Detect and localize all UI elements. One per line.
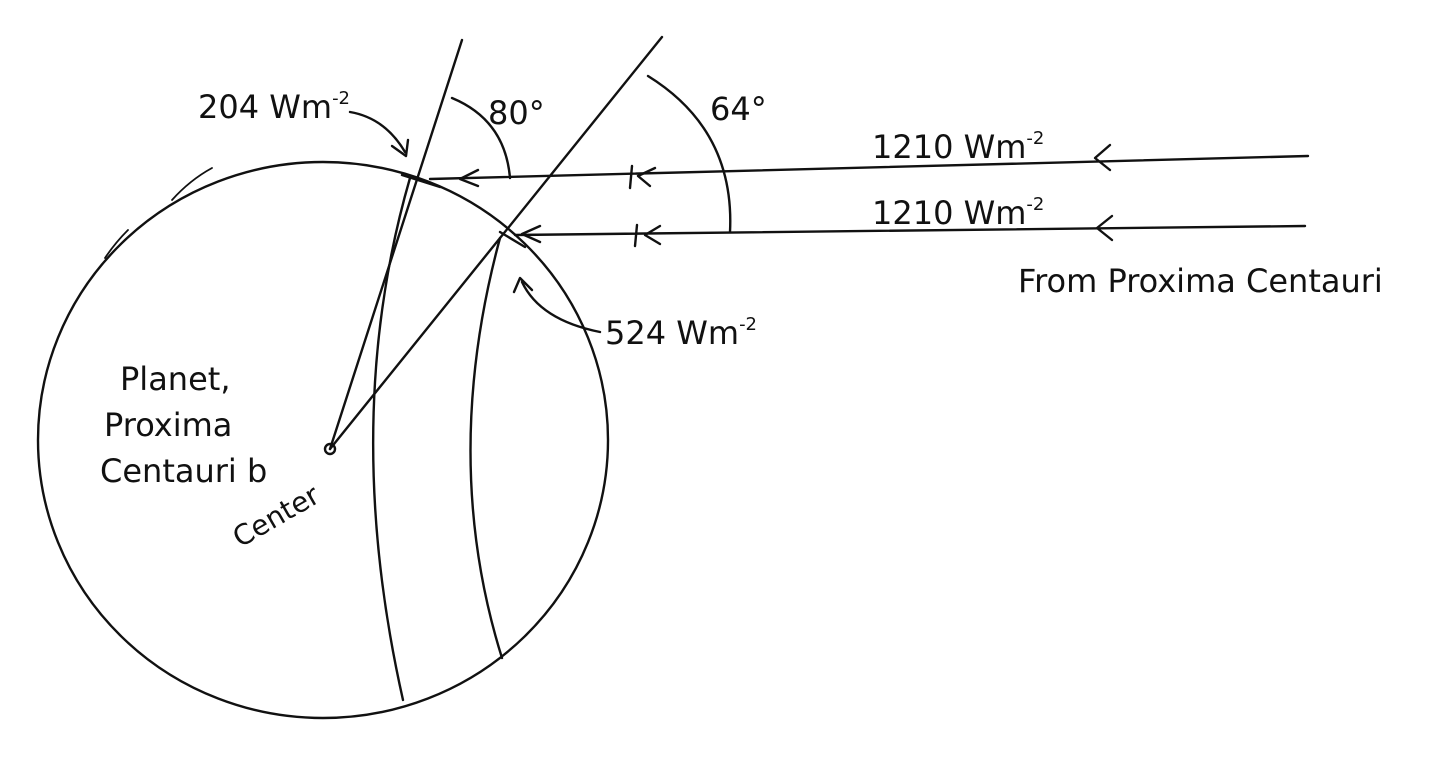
label-angle-80: 80° [488, 94, 545, 132]
label-source: From Proxima Centauri [1018, 262, 1383, 300]
arrowhead [636, 166, 657, 188]
tick-mark [628, 164, 634, 190]
planet-circle [36, 160, 610, 720]
angle-arc-80 [450, 96, 512, 180]
radius-line-64 [328, 35, 664, 451]
label-planet-line2: Proxima [104, 406, 232, 444]
pointer-204 [348, 110, 407, 154]
surface-patch-204 [400, 173, 442, 189]
arrowhead [1093, 143, 1112, 172]
label-ray-bottom-flux: 1210 Wm-2 [872, 194, 1044, 232]
label-ray-top-flux: 1210 Wm-2 [872, 128, 1044, 166]
label-204-flux: 204 Wm-2 [198, 88, 350, 126]
pointer-524 [520, 280, 602, 334]
arrowhead [643, 224, 662, 246]
meridian-line-left [371, 176, 412, 702]
angle-arc-64 [646, 74, 732, 234]
label-planet-line3: Centauri b [100, 452, 267, 490]
arrowhead [520, 224, 542, 244]
sketch-stroke [171, 167, 213, 201]
surface-patch-524 [498, 230, 527, 249]
sketch-stroke [104, 229, 129, 259]
label-planet-line1: Planet, [120, 360, 230, 398]
center-point [323, 442, 337, 456]
arrowhead [458, 168, 480, 188]
label-524-flux: 524 Wm-2 [605, 314, 757, 352]
meridian-line-right [469, 236, 504, 660]
pointer-524-head [512, 276, 534, 294]
arrowhead [1095, 214, 1114, 242]
radius-line-80 [328, 38, 464, 451]
tick-mark [633, 223, 639, 248]
label-angle-64: 64° [710, 90, 767, 128]
ray-top [428, 154, 1310, 181]
pointer-204-head [390, 138, 410, 158]
